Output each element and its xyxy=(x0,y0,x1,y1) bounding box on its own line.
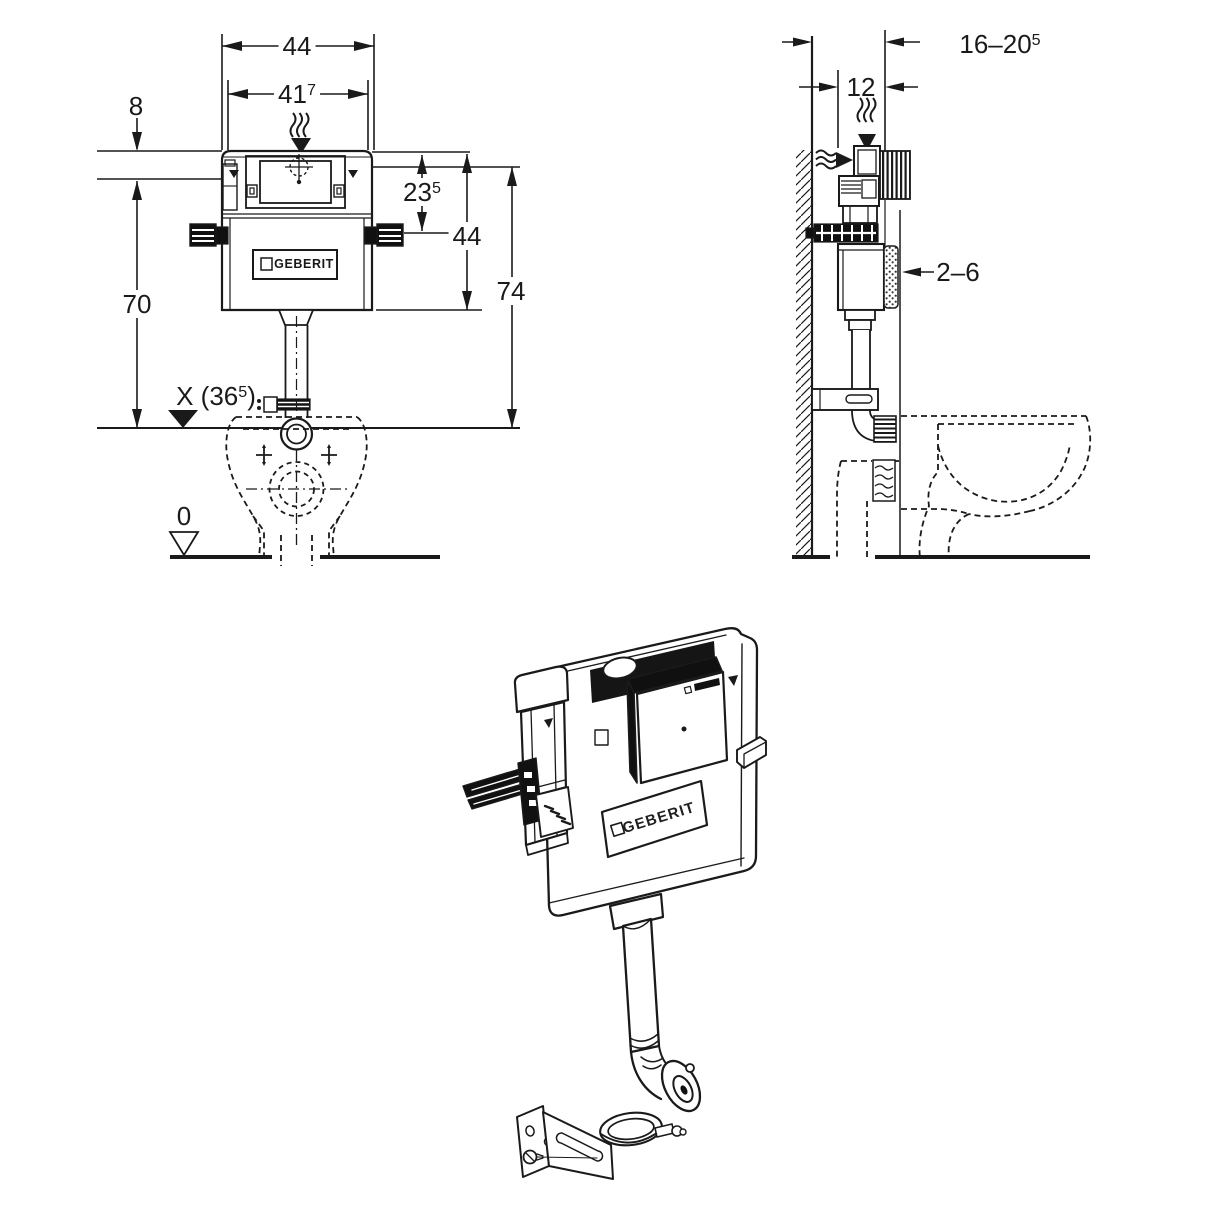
pipe-clamp xyxy=(599,1111,687,1147)
floor-bracket xyxy=(516,1105,614,1180)
actuation-crosshair xyxy=(285,154,313,185)
datum-zero-marker xyxy=(168,531,200,557)
dim-height-total: 74 xyxy=(492,277,530,305)
dim-width-inner: 417 xyxy=(274,80,320,108)
drain-sleeve xyxy=(872,459,896,502)
left-mounting-bracket xyxy=(462,757,574,838)
fixing-point-marks xyxy=(256,444,337,466)
protection-plate xyxy=(883,245,899,309)
dim-actuation-height: 235 xyxy=(399,178,445,206)
cistern-front-outline xyxy=(220,149,374,312)
dim-height-service: 44 xyxy=(448,222,486,250)
side-extension-lines xyxy=(837,30,901,557)
right-mounting-bracket xyxy=(736,736,767,769)
protection-box xyxy=(626,656,729,785)
dim-level-zero: 0 xyxy=(176,501,192,531)
logo-plate-product xyxy=(600,779,709,859)
dim-level-x: X (365) xyxy=(176,381,256,411)
datum-x-marker xyxy=(168,410,198,428)
side-fixation-right xyxy=(364,223,404,247)
side-view-drawing xyxy=(782,30,1092,559)
dim-depth-total: 16–205 xyxy=(959,29,1041,59)
level-mark-right xyxy=(348,170,358,178)
dim-top-offset: 8 xyxy=(128,91,144,121)
front-view-drawing xyxy=(97,34,520,566)
dim-depth-body: 12 xyxy=(846,72,876,102)
dim-width-outer: 44 xyxy=(278,32,316,60)
flush-pipe-front xyxy=(257,309,315,451)
water-supply-icon xyxy=(289,112,311,154)
water-supply-icon-top xyxy=(856,97,877,151)
support-bracket-side xyxy=(811,388,879,411)
flush-bend-product xyxy=(608,892,702,1113)
water-supply-icon-side xyxy=(815,149,853,170)
toilet-outline-front xyxy=(225,416,368,566)
toilet-outline-side xyxy=(901,415,1092,559)
cistern-side-profile xyxy=(805,145,911,312)
product-view-drawing xyxy=(462,627,767,1180)
side-fixation-left xyxy=(189,223,229,247)
drain-pipe-dashed xyxy=(836,459,899,557)
wall-hatch xyxy=(796,36,814,557)
brand-logo-front: GEBERIT xyxy=(274,257,334,271)
logo-plate-front xyxy=(252,249,338,280)
dim-finish-gap: 2–6 xyxy=(936,257,980,287)
dim-height-installation: 70 xyxy=(118,290,156,318)
flush-bend-side xyxy=(844,309,897,443)
